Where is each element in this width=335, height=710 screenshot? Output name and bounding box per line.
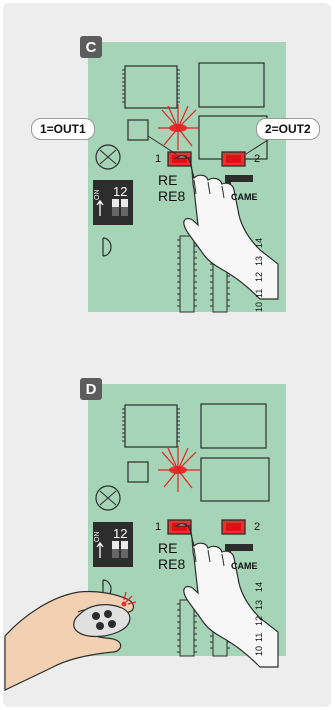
led-2-label: 2 <box>254 521 260 533</box>
pin-header-left <box>177 235 197 313</box>
antenna-connector <box>102 237 112 257</box>
small-chip <box>127 119 149 141</box>
logo-mark <box>225 544 253 563</box>
pin-number: 12 <box>254 272 264 282</box>
pin-number: 13 <box>254 256 264 266</box>
step-c-badge: C <box>80 36 102 58</box>
pin-number: 11 <box>254 289 264 298</box>
chip-top <box>122 404 180 448</box>
out1-callout: 1=OUT1 <box>31 118 95 140</box>
pressing-hand <box>174 155 279 300</box>
small-chip <box>127 461 149 483</box>
pin-number: 10 <box>254 646 264 656</box>
out2-callout: 2=OUT2 <box>256 118 320 140</box>
led-button-2-inner <box>226 523 241 531</box>
board-text-re8: RE8 <box>158 556 185 572</box>
led-button-2-inner <box>226 155 241 163</box>
pressing-hand <box>174 523 279 668</box>
blinking-led <box>158 446 200 492</box>
pin-number: 14 <box>254 582 264 592</box>
dip-digits: 12 <box>113 184 127 199</box>
screw-terminal <box>95 485 121 511</box>
relay-1 <box>200 403 267 449</box>
dip-on-label: ON <box>94 532 101 543</box>
callout-line-left <box>147 135 177 155</box>
led-1-label: 1 <box>155 521 161 533</box>
pin-number: 14 <box>254 238 264 248</box>
relay-1 <box>198 62 265 108</box>
pin-number: 13 <box>254 600 264 610</box>
led-1-label: 1 <box>155 153 161 165</box>
led-2-label: 2 <box>254 153 260 165</box>
step-d-badge: D <box>80 378 102 400</box>
blinking-led <box>158 104 200 150</box>
logo-text: CAME <box>231 561 258 571</box>
remote-control <box>73 591 137 638</box>
led-button-1-inner <box>172 155 187 163</box>
pin-number: 10 <box>254 302 264 312</box>
dip-digits: 12 <box>113 526 127 541</box>
chip-top <box>122 65 180 109</box>
pin-number: 12 <box>254 616 264 626</box>
relay-2 <box>200 457 270 502</box>
dip-switch <box>93 180 133 225</box>
board-text-re: RE <box>158 540 177 556</box>
screw-terminal <box>95 144 121 170</box>
led-button-1-inner <box>172 523 187 531</box>
logo-text: CAME <box>231 192 258 202</box>
pin-number: 11 <box>254 633 264 642</box>
board-text-re8: RE8 <box>158 188 185 204</box>
dip-on-label: ON <box>94 190 101 201</box>
logo-mark <box>225 175 253 194</box>
dip-switch <box>93 522 133 567</box>
board-text-re: RE <box>158 172 177 188</box>
